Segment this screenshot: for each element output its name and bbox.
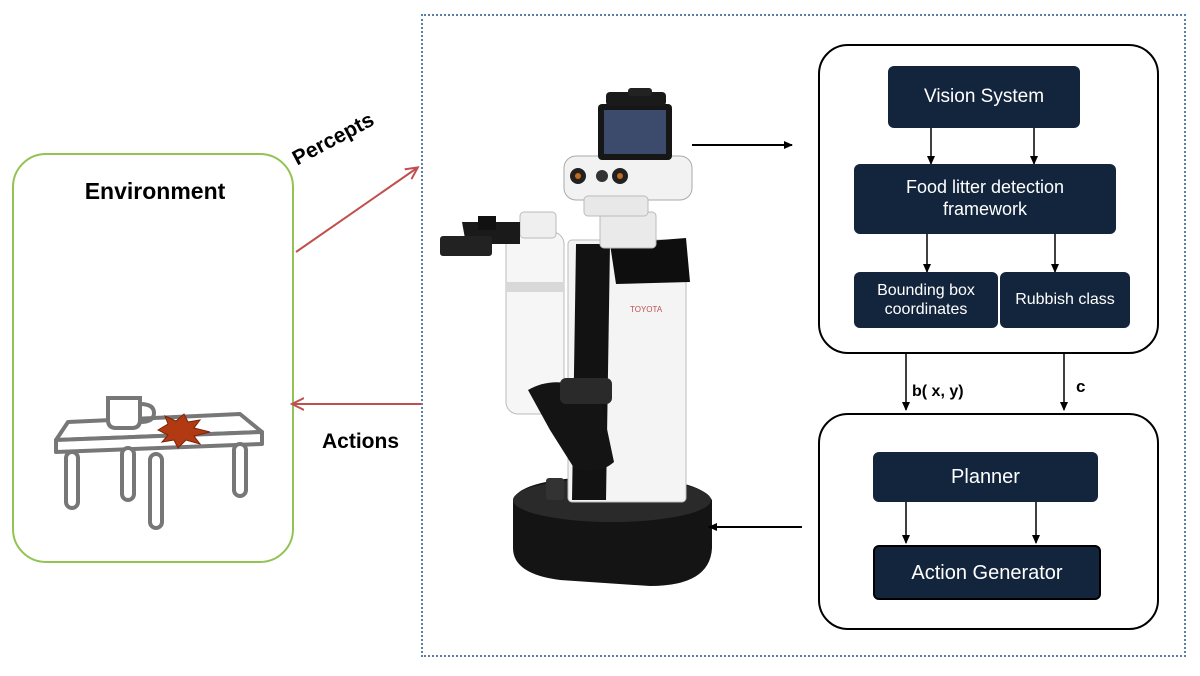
bounding-box-node: Bounding box coordinates [854, 272, 998, 328]
class-variable-label: c [1076, 377, 1086, 396]
bbox-variable-label: b( x, y) [912, 383, 964, 400]
environment-title: Environment [84, 178, 226, 204]
percepts-arrow [295, 168, 417, 253]
detection-framework-node: Food litter detection framework [854, 164, 1116, 234]
rubbish-class-node: Rubbish class [1000, 272, 1130, 328]
actions-label: Actions [322, 430, 400, 453]
planner-node: Planner [873, 452, 1098, 502]
action-generator-node: Action Generator [873, 545, 1101, 600]
environment-box [12, 153, 294, 563]
robot-brand-text: TOYOTA [630, 305, 663, 314]
robot-illustration: TOYOTA [440, 88, 712, 586]
vision-system-node: Vision System [888, 66, 1080, 128]
table-with-litter-icon [54, 396, 264, 530]
robot-system-container [421, 14, 1186, 657]
